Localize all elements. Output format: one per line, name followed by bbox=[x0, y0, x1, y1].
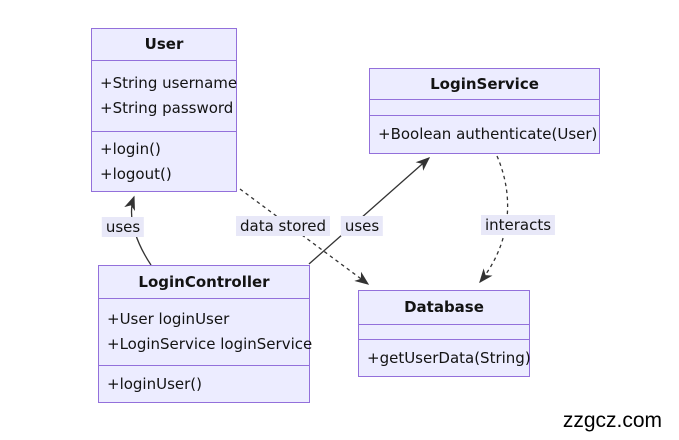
edge-uses-loginservice bbox=[308, 157, 431, 265]
method-row: +loginUser() bbox=[107, 375, 203, 393]
method-row: +Boolean authenticate(User) bbox=[378, 125, 598, 143]
class-box-logincontroller: LoginController +User loginUser +LoginSe… bbox=[98, 265, 313, 403]
edge-label-uses-2: uses bbox=[340, 216, 384, 236]
methods-section: +getUserData(String) bbox=[359, 339, 531, 376]
class-title: Database bbox=[404, 298, 484, 316]
attributes-section-empty bbox=[370, 99, 599, 115]
attributes-section: +User loginUser +LoginService loginServi… bbox=[99, 298, 313, 365]
attribute-row: +User loginUser bbox=[107, 310, 230, 328]
attribute-row: +String username bbox=[100, 74, 238, 92]
method-row: +login() bbox=[100, 140, 161, 158]
methods-section: +Boolean authenticate(User) bbox=[370, 115, 599, 153]
method-row: +getUserData(String) bbox=[367, 349, 531, 367]
edge-data-stored bbox=[239, 188, 370, 285]
class-title: User bbox=[144, 35, 184, 53]
attributes-section-empty bbox=[359, 324, 529, 339]
attribute-row: +LoginService loginService bbox=[107, 335, 313, 353]
class-box-user: User +String username +String password +… bbox=[91, 28, 237, 192]
attribute-row: +String password bbox=[100, 99, 234, 117]
edge-label-data-stored: data stored bbox=[235, 216, 331, 236]
edge-label-uses-1: uses bbox=[101, 217, 145, 237]
class-title: LoginController bbox=[138, 273, 270, 291]
attributes-section: +String username +String password bbox=[92, 60, 238, 131]
methods-section: +loginUser() bbox=[99, 365, 309, 402]
methods-section: +login() +logout() bbox=[92, 131, 236, 191]
watermark: zzgcz.com bbox=[562, 409, 662, 432]
class-box-loginservice: LoginService +Boolean authenticate(User) bbox=[369, 68, 600, 154]
class-box-database: Database +getUserData(String) bbox=[358, 290, 531, 377]
class-title: LoginService bbox=[430, 75, 539, 93]
method-row: +logout() bbox=[100, 165, 172, 183]
edge-interacts bbox=[479, 155, 509, 284]
edge-label-interacts: interacts bbox=[480, 215, 556, 235]
